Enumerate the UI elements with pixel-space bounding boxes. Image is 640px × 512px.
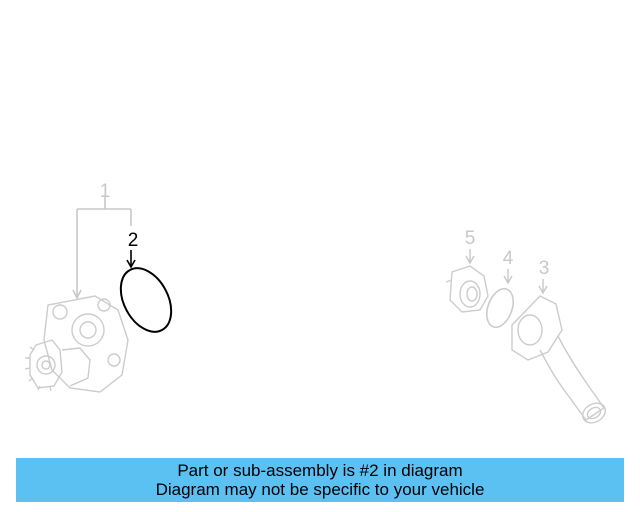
callout-4-label: 4 (503, 248, 514, 269)
callout-2-arrow (126, 250, 136, 269)
callout-1-label: 1 (100, 181, 111, 202)
water-pump-illustration (24, 295, 129, 393)
o-ring-part-2 (119, 267, 173, 333)
callout-4-arrow (503, 269, 513, 285)
callout-3-label: 3 (539, 258, 550, 279)
callout-2-label: 2 (128, 230, 139, 251)
callout-3-arrow (538, 279, 548, 295)
coolant-flange-illustration (511, 295, 607, 424)
callout-5-label: 5 (465, 228, 476, 249)
gasket-part-4 (486, 287, 514, 329)
callout-5-arrow (465, 249, 475, 265)
callout-1-group (72, 197, 132, 300)
banner-line-1: Part or sub-assembly is #2 in diagram (177, 461, 463, 480)
thermostat-illustration (445, 265, 489, 313)
banner-line-2: Diagram may not be specific to your vehi… (155, 480, 485, 499)
info-banner: Part or sub-assembly is #2 in diagram Di… (16, 458, 624, 502)
